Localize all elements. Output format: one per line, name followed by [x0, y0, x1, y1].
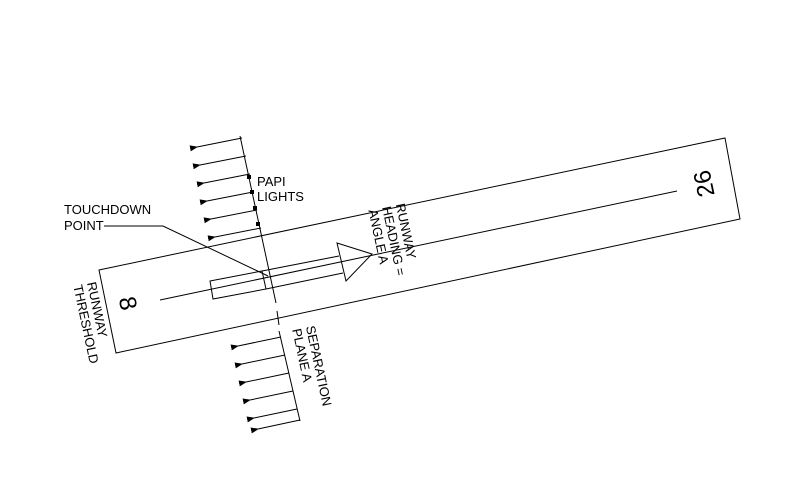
separation-plane-dash	[276, 310, 280, 326]
runway-number-8: 8	[113, 294, 142, 313]
papi-label-line2: LIGHTS	[257, 189, 304, 204]
runway-centerline	[159, 190, 678, 301]
runway-number-26: 26	[689, 168, 721, 200]
papi-label-line1: PAPI	[257, 174, 286, 189]
upper-arrows	[189, 137, 262, 242]
papi-lights	[247, 175, 260, 226]
touchdown-leader	[104, 225, 269, 277]
lower-arrows	[230, 336, 301, 434]
separation-plane-line-lower	[278, 330, 301, 422]
runway-outline	[98, 137, 741, 354]
touchdown-box	[209, 270, 267, 300]
touchdown-label-line1: TOUCHDOWN	[64, 202, 151, 217]
separation-plane-line-upper	[239, 135, 277, 304]
touchdown-label-line2: POINT	[64, 218, 104, 233]
heading-arrow	[261, 242, 373, 290]
